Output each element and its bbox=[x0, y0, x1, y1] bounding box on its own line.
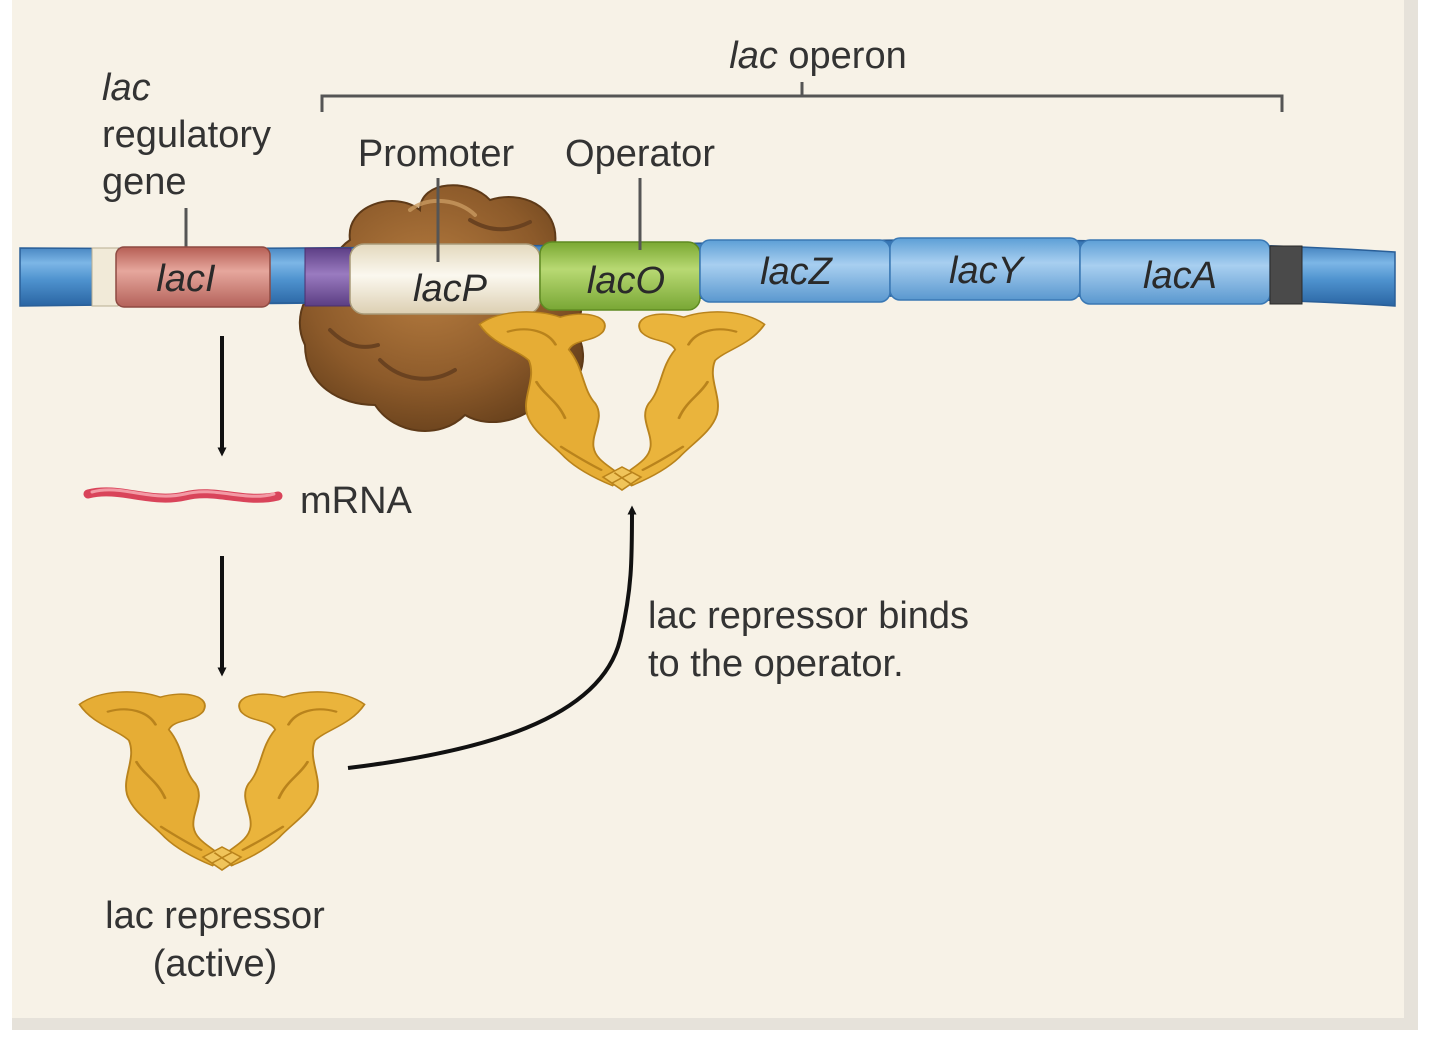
lacI-label: lacI bbox=[156, 258, 216, 300]
terminator-segment bbox=[1269, 245, 1303, 305]
operon-bracket bbox=[320, 82, 1284, 112]
panel-shadow-bottom bbox=[12, 1018, 1418, 1030]
lacY-label: lacY bbox=[949, 250, 1026, 292]
lacO-label: lacO bbox=[587, 260, 665, 302]
repressor-label-line2: (active) bbox=[153, 943, 278, 985]
regulatory-gene-label-line1: lac bbox=[102, 67, 151, 109]
binding-text-line1: lac repressor binds bbox=[648, 595, 969, 637]
lacI-segment bbox=[115, 246, 271, 308]
repressor-label-line1: lac repressor bbox=[105, 895, 325, 937]
operator-label: Operator bbox=[565, 133, 715, 175]
promoter-label: Promoter bbox=[358, 133, 515, 175]
regulatory-gene-label-line2: regulatory bbox=[102, 114, 271, 156]
dna-cream-spacer bbox=[91, 247, 119, 307]
operon-label: lac operon bbox=[729, 35, 906, 77]
purple-segment bbox=[304, 247, 352, 307]
curved-arrow-to-operator bbox=[347, 505, 637, 770]
lacZ-label: lacZ bbox=[760, 251, 834, 293]
lacA-label: lacA bbox=[1143, 255, 1217, 297]
regulatory-gene-label-line3: gene bbox=[102, 161, 187, 203]
mrna-highlight bbox=[90, 488, 276, 498]
mrna-label: mRNA bbox=[300, 480, 413, 522]
mrna-strand bbox=[83, 487, 283, 503]
dna-strand bbox=[19, 237, 1396, 315]
binding-text-line2: to the operator. bbox=[648, 643, 904, 685]
lacP-label: lacP bbox=[413, 268, 488, 310]
panel-shadow-right bbox=[1404, 0, 1418, 1030]
